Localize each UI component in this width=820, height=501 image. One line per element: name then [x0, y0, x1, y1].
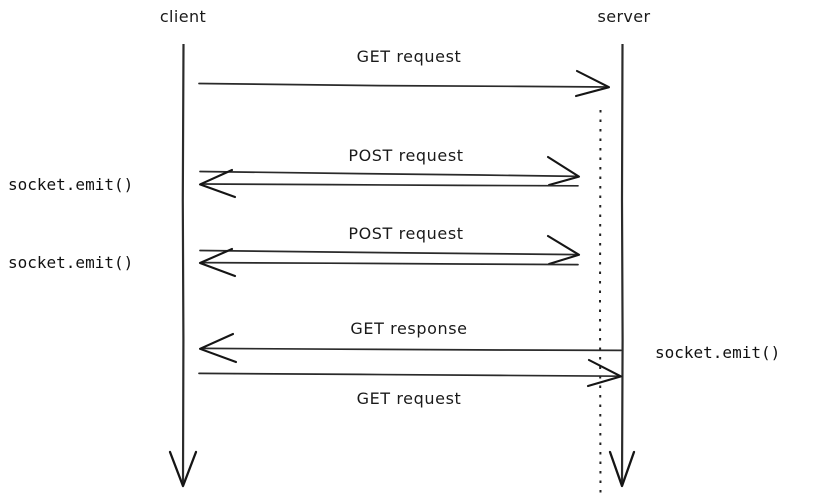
message-get-request-2: GET request [198, 358, 623, 408]
message-socket-emit-response-1 [198, 168, 579, 199]
message-post-request-2: POST request [199, 224, 581, 266]
annotation-socket-emit-2: socket.emit() [8, 253, 133, 272]
message-post-request-1: POST request [199, 146, 581, 187]
lifeline-server [608, 43, 636, 488]
lifeline-client [168, 43, 198, 488]
message-get-response: GET response [198, 319, 622, 364]
participant-label-client: client [160, 7, 206, 26]
message-label-1: GET request [357, 47, 462, 66]
annotation-socket-emit-1: socket.emit() [8, 175, 133, 194]
message-label-4: POST request [348, 224, 463, 243]
server-activation-dotted-line [598, 109, 602, 497]
message-label-6: GET response [350, 319, 467, 338]
message-label-2: POST request [348, 146, 463, 165]
annotation-socket-emit-3: socket.emit() [655, 343, 780, 362]
participant-label-server: server [597, 7, 650, 26]
message-get-request-1: GET request [198, 47, 611, 98]
message-socket-emit-response-2 [198, 247, 579, 278]
message-label-7: GET request [357, 389, 462, 408]
